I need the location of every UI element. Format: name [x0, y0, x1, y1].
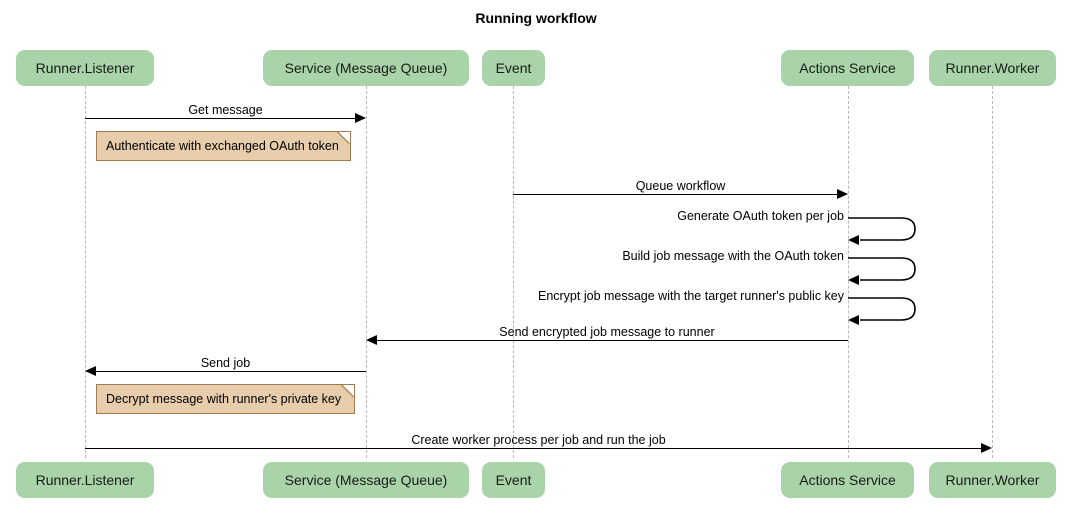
participant-actions-service-bottom[interactable]: Actions Service [781, 462, 914, 498]
message-line-get-message [85, 118, 355, 119]
participant-event-top[interactable]: Event [482, 50, 545, 86]
participant-event-bottom[interactable]: Event [482, 462, 545, 498]
lifeline-actions-service [848, 86, 849, 458]
message-label-queue-workflow: Queue workflow [635, 179, 726, 193]
message-label-encrypt-job-message: Encrypt job message with the target runn… [537, 289, 844, 303]
message-line-create-worker-process [85, 448, 981, 449]
participant-runner-worker-top[interactable]: Runner.Worker [929, 50, 1056, 86]
arrowhead-send-encrypted-job [366, 335, 377, 345]
message-line-queue-workflow [513, 194, 837, 195]
participant-actions-service-top[interactable]: Actions Service [781, 50, 914, 86]
arrowhead-queue-workflow [837, 189, 848, 199]
note-text: Decrypt message with runner's private ke… [106, 392, 342, 406]
note-fold-corner-icon [339, 132, 350, 143]
participant-service-mq-bottom[interactable]: Service (Message Queue) [263, 462, 469, 498]
note-authenticate-oauth: Authenticate with exchanged OAuth token [96, 131, 351, 161]
message-label-send-job: Send job [200, 356, 251, 370]
self-loop-build-job-message [846, 256, 920, 282]
message-label-generate-oauth-token: Generate OAuth token per job [677, 209, 844, 223]
lifeline-runner-worker [992, 86, 993, 458]
diagram-title: Running workflow [475, 10, 597, 26]
arrowhead-get-message [355, 113, 366, 123]
participant-runner-listener-bottom[interactable]: Runner.Listener [16, 462, 154, 498]
arrowhead-encrypt-job-message [848, 315, 859, 325]
self-loop-generate-oauth-token [846, 216, 920, 242]
message-line-send-job [96, 371, 366, 372]
self-loop-encrypt-job-message [846, 296, 920, 322]
note-fold-corner-icon [343, 385, 354, 396]
arrowhead-build-job-message [848, 275, 859, 285]
arrowhead-generate-oauth-token [848, 235, 859, 245]
participant-service-mq-top[interactable]: Service (Message Queue) [263, 50, 469, 86]
message-label-send-encrypted-job: Send encrypted job message to runner [499, 325, 715, 339]
participant-runner-worker-bottom[interactable]: Runner.Worker [929, 462, 1056, 498]
participant-runner-listener-top[interactable]: Runner.Listener [16, 50, 154, 86]
lifeline-service-mq [366, 86, 367, 458]
lifeline-event [513, 86, 514, 458]
arrowhead-send-job [85, 366, 96, 376]
message-label-get-message: Get message [188, 103, 263, 117]
message-line-send-encrypted-job [377, 340, 848, 341]
lifeline-runner-listener [85, 86, 86, 458]
message-label-create-worker-process: Create worker process per job and run th… [411, 433, 666, 447]
arrowhead-create-worker-process [981, 443, 992, 453]
note-decrypt-private-key: Decrypt message with runner's private ke… [96, 384, 355, 414]
note-text: Authenticate with exchanged OAuth token [106, 139, 339, 153]
message-label-build-job-message: Build job message with the OAuth token [622, 249, 844, 263]
